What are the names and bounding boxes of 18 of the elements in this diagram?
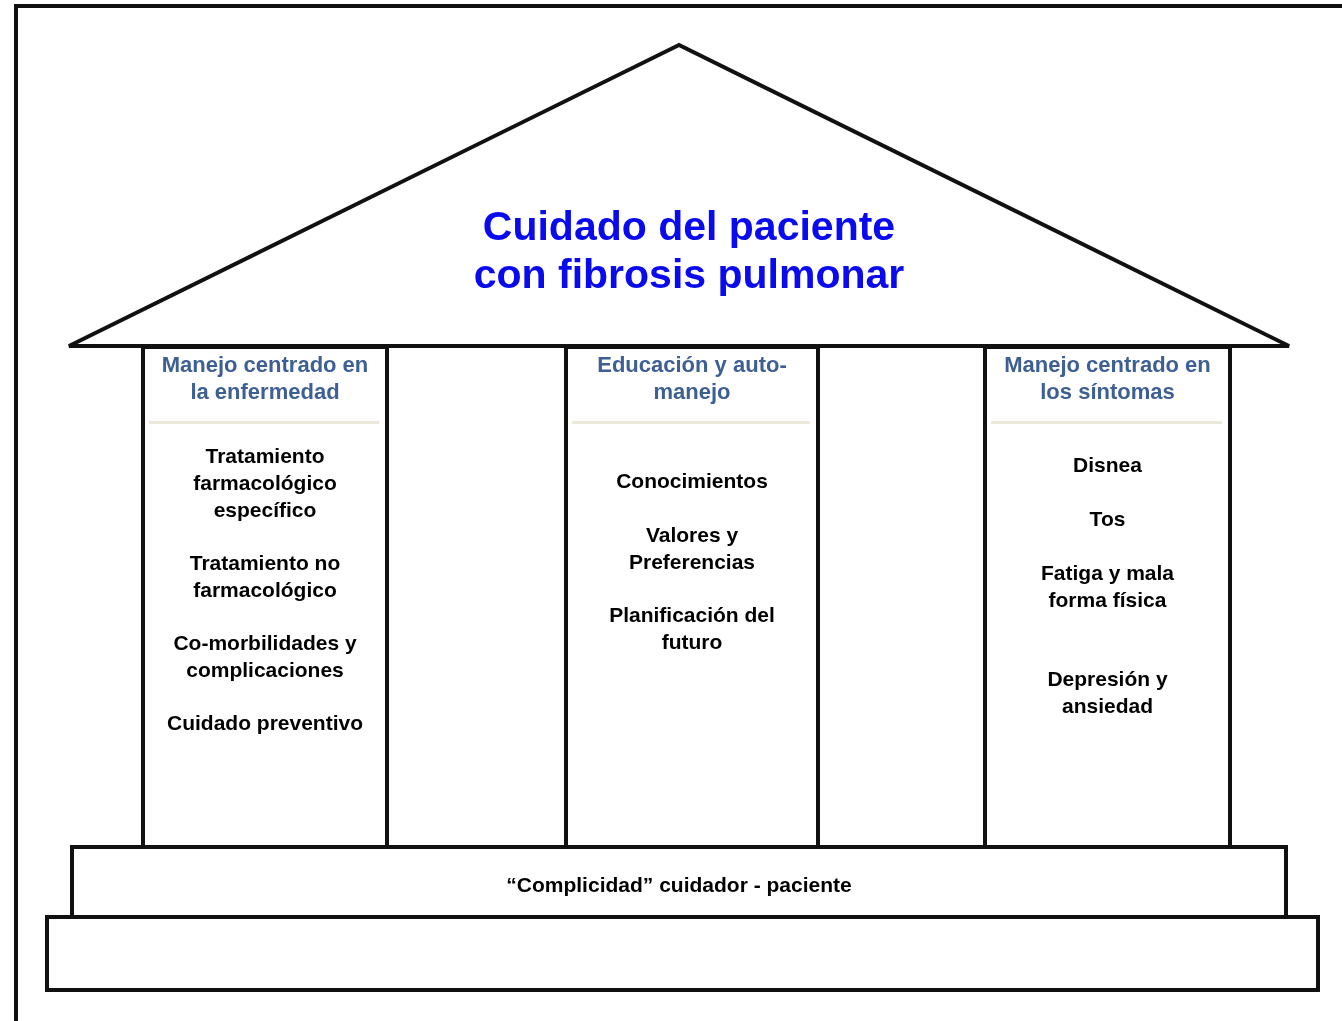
step-text: “Complicidad” cuidador - paciente [505,872,853,898]
pillar-item: Tratamiento farmacológico específico [192,443,338,523]
roof-triangle [66,42,1292,349]
pillar-item: Tos [1088,506,1127,532]
pillar-item: Valores y Preferencias [627,522,757,575]
pillar-heading: Manejo centrado en los síntomas [1003,351,1212,405]
pillar-item: Depresión y ansiedad [1046,666,1169,719]
pillar-heading: Manejo centrado en la enfermedad [160,351,370,405]
pillar-heading: Educación y auto-manejo [596,351,788,405]
pillar-item: Conocimientos [615,468,769,494]
roof-title: Cuidado del paciente con fibrosis pulmonar [472,202,906,298]
pillar-item: Fatiga y mala forma física [1039,560,1176,613]
foundation-slab [45,915,1320,992]
pillar-item: Tratamiento no farmacológico [188,550,342,603]
pillar-item: Planificación del futuro [608,602,776,655]
pillar-item: Cuidado preventivo [166,710,364,736]
pillar-item: Disnea [1072,452,1143,478]
pillar-item: Co-morbilidades y complicaciones [172,630,358,683]
